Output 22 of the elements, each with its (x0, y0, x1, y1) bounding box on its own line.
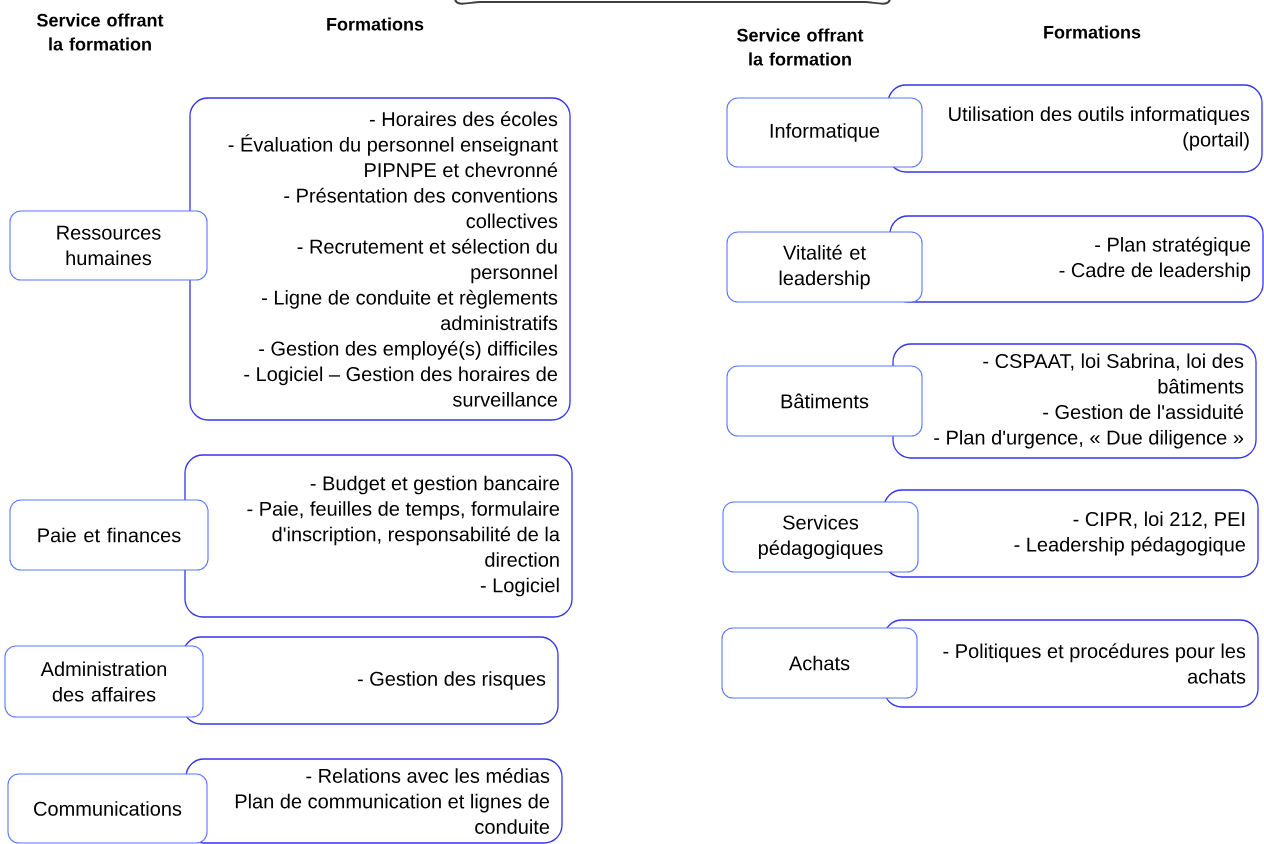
training-box: - CSPAAT, loi Sabrina, loi des bâtiments - Gestion de l'assiduité - Plan d'urgence, « Due diligence » (892, 343, 1257, 459)
service-box: Administration des affaires (4, 645, 204, 718)
training-box: - Relations avec les médias Plan de communication et lignes de conduite (185, 758, 563, 844)
column-header: Formations (1044, 25, 1141, 39)
service-box: Paie et finances (9, 499, 209, 571)
service-box: Bâtiments (726, 365, 923, 437)
service-box: Informatique (726, 97, 923, 168)
column-header: Service offrant la formation (737, 28, 864, 66)
training-box: - Horaires des écoles - Évaluation du personnel enseignant PIPNPE et chevronné - Présentation des conventions collectives - Recrutement et sélection du personnel - Ligne de conduite et règlements administratifs - Gestion des employé(s) difficiles - Logiciel – Gestion des horaires de surveillance (189, 97, 571, 421)
training-box: - Gestion des risques (182, 636, 559, 725)
service-box: Vitalité et leadership (726, 231, 923, 303)
service-box: Services pédagogiques (722, 501, 919, 573)
column-header: Formations (327, 17, 424, 31)
training-box: - CIPR, loi 212, PEI - Leadership pédagogique (883, 489, 1259, 578)
training-box: Utilisation des outils informatiques (portail) (887, 84, 1263, 173)
training-box: - Budget et gestion bancaire - Paie, feuilles de temps, formulaire d'inscription, responsabilité de la direction - Logiciel (184, 454, 573, 618)
service-box: Achats (721, 627, 918, 699)
training-box: - Politiques et procédures pour les achats (883, 619, 1259, 708)
column-header: Service offrant la formation (37, 13, 164, 51)
training-box: - Plan stratégique - Cadre de leadership (889, 215, 1264, 303)
service-box: Communications (7, 773, 208, 844)
service-box: Ressources humaines (9, 210, 208, 281)
